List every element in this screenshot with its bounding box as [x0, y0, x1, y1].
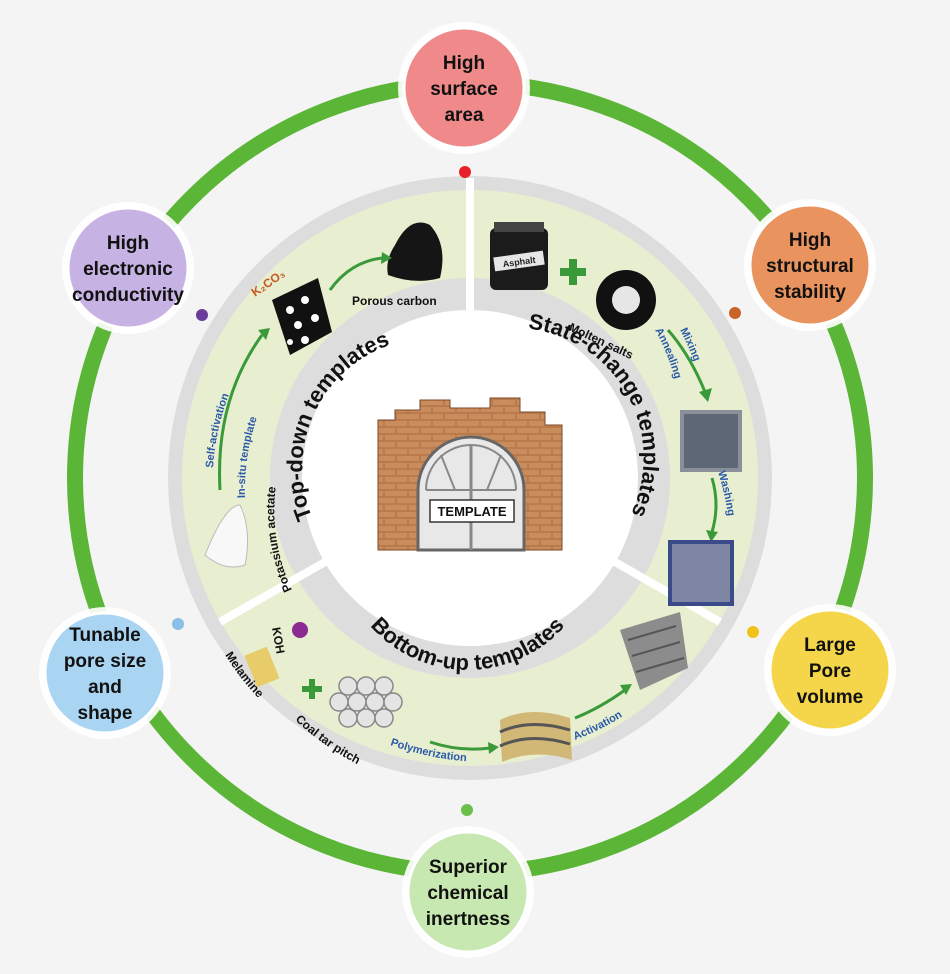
k2co3-sheet	[272, 278, 332, 355]
property-node-conductivity	[66, 206, 190, 330]
property-node-tunable	[43, 611, 167, 735]
property-node-inertness	[406, 830, 530, 954]
polymerization-arrow	[429, 740, 491, 751]
property-dot-surface	[459, 166, 471, 178]
coal-tar-pitch-image	[329, 676, 403, 728]
property-label-tunable: and	[88, 677, 122, 698]
property-node-structural	[748, 203, 872, 327]
plus-icon-bottom	[302, 679, 322, 699]
property-dot-conductivity	[196, 309, 208, 321]
property-label-conductivity: electronic	[83, 259, 173, 280]
property-label-conductivity: High	[107, 233, 149, 254]
property-label-pore-volume: volume	[797, 687, 864, 708]
template-label: TEMPLATE	[437, 504, 506, 519]
property-dot-inertness	[461, 804, 473, 816]
property-label-conductivity: conductivity	[72, 285, 184, 306]
property-label-structural: structural	[766, 256, 854, 277]
arrow-to-porous-carbon	[328, 256, 383, 291]
sector-dividers	[218, 178, 722, 626]
property-label-surface: surface	[430, 79, 498, 100]
property-dot-structural	[729, 307, 741, 319]
property-label-structural: High	[789, 230, 831, 251]
property-label-structural: stability	[774, 282, 846, 303]
property-label-pore-volume: Pore	[809, 661, 851, 682]
property-dot-tunable	[172, 618, 184, 630]
template-arch-illustration: TEMPLATE	[377, 397, 563, 552]
self-activation-arrow	[218, 334, 264, 491]
activation-arrow	[574, 688, 626, 720]
property-label-inertness: inertness	[426, 909, 510, 930]
property-label-inertness: Superior	[429, 857, 508, 878]
mixing-arrow	[666, 329, 707, 393]
property-node-pore-volume	[768, 608, 892, 732]
property-label-inertness: chemical	[427, 883, 508, 904]
property-dot-pore-volume	[747, 626, 759, 638]
washing-arrow	[710, 477, 718, 533]
property-label-pore-volume: Large	[804, 635, 856, 656]
asphalt-label: Asphalt	[502, 255, 536, 269]
melamine-image	[244, 646, 280, 688]
koh-label: KOH	[269, 626, 287, 655]
mixed-salt-image	[680, 410, 742, 472]
property-node-surface	[402, 26, 526, 150]
polymer-layers-image	[499, 711, 572, 762]
washed-carbon-image	[668, 540, 734, 606]
plus-icon	[560, 259, 586, 285]
property-label-surface: area	[444, 105, 484, 126]
porous-carbon-image	[387, 222, 443, 281]
property-label-tunable: shape	[78, 703, 133, 724]
koh-dot	[292, 622, 308, 638]
property-label-tunable: pore size	[64, 651, 146, 672]
property-label-surface: High	[443, 53, 485, 74]
property-nodes: HighsurfaceareaHighstructuralstabilityLa…	[39, 22, 896, 958]
potassium-acetate-image	[204, 504, 249, 568]
asphalt-jar-image: Asphalt	[490, 222, 548, 290]
porous-carbon-label: Porous carbon	[352, 294, 437, 308]
activated-carbon-image	[620, 612, 688, 690]
property-label-tunable: Tunable	[69, 625, 140, 646]
